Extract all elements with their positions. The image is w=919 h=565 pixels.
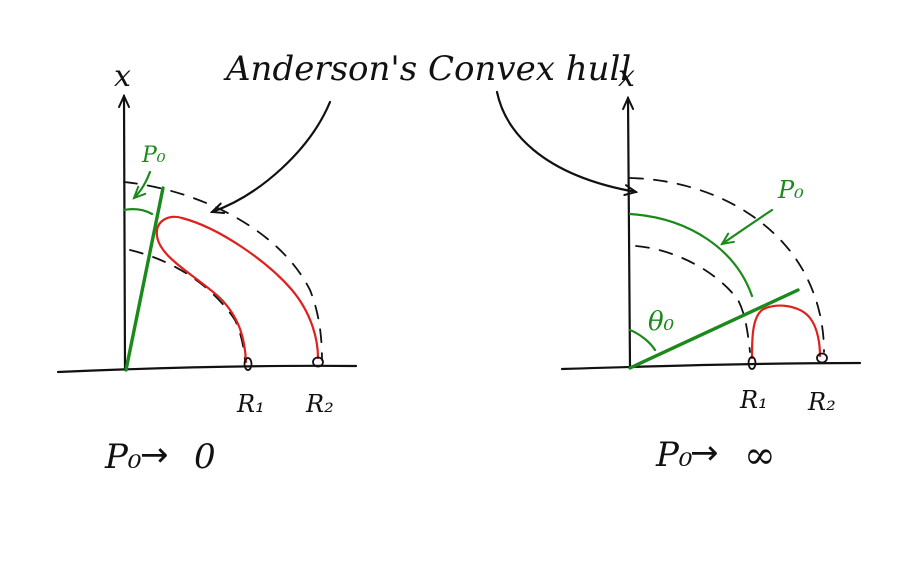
left-panel: x P₀ R₁ R₂ P₀ → 0 xyxy=(56,59,358,477)
right-hull-outer-dashed xyxy=(629,177,825,353)
right-r2-label: R₂ xyxy=(807,388,836,416)
left-p0-label: P₀ xyxy=(141,143,166,168)
right-p0-label: P₀ xyxy=(777,176,804,204)
left-caption-arrow: → xyxy=(140,435,169,475)
left-hull-outer-dashed xyxy=(123,181,323,361)
right-hull-red xyxy=(750,304,822,360)
right-theta-arc xyxy=(628,328,657,352)
left-green-tick xyxy=(122,208,154,216)
right-hull-inner-dashed xyxy=(635,245,751,353)
right-green-line xyxy=(628,288,800,370)
left-green-line xyxy=(124,186,165,372)
left-horizontal-axis xyxy=(56,364,358,374)
left-x-axis xyxy=(124,96,125,372)
right-r1-marker xyxy=(747,356,757,370)
right-caption-rhs: ∞ xyxy=(744,433,776,477)
title-arrow-right xyxy=(495,90,636,192)
right-panel: x θ₀ P₀ R₁ R₂ P₀ → ∞ xyxy=(560,59,862,477)
left-caption-lhs: P₀ xyxy=(104,437,142,477)
left-p0-arrow xyxy=(134,170,152,198)
left-r2-label: R₂ xyxy=(305,390,334,418)
left-hull-red xyxy=(155,215,320,364)
right-p0-arrow xyxy=(722,208,774,244)
left-axis-label: x xyxy=(114,59,131,94)
right-green-curve xyxy=(628,212,754,298)
right-caption-arrow: → xyxy=(690,433,719,473)
right-horizontal-axis xyxy=(560,361,862,371)
right-x-axis xyxy=(628,98,630,370)
right-r2-marker xyxy=(816,352,828,364)
left-caption-rhs: 0 xyxy=(194,437,216,477)
right-axis-label: x xyxy=(618,59,635,94)
right-theta-label: θ₀ xyxy=(648,307,675,337)
left-r2-marker xyxy=(312,356,324,368)
title-arrow-left xyxy=(212,100,332,212)
right-r1-label: R₁ xyxy=(739,386,768,414)
left-r1-label: R₁ xyxy=(236,390,265,418)
right-caption-lhs: P₀ xyxy=(655,435,693,475)
left-r1-marker xyxy=(243,357,253,371)
left-hull-inner-dashed xyxy=(129,249,246,361)
title: Anderson's Convex hull xyxy=(223,49,631,89)
